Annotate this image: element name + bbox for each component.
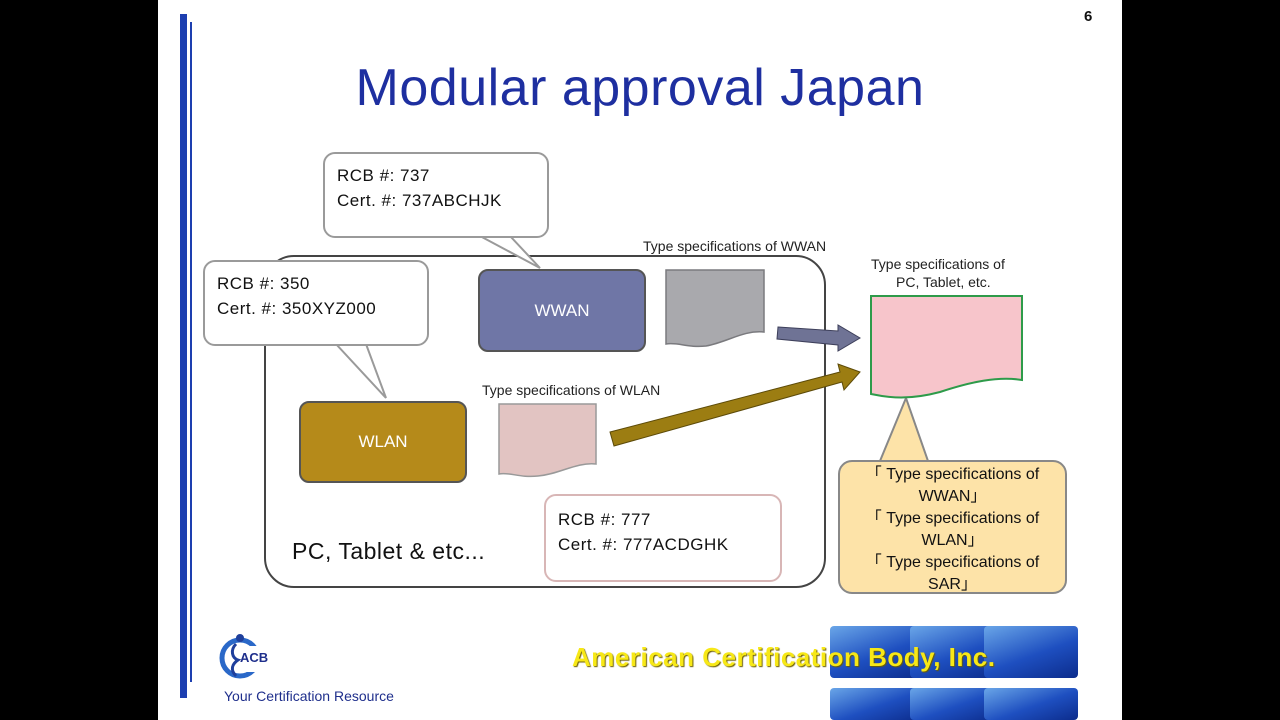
wwan-spec-label: Type specifications of WWAN bbox=[643, 238, 827, 254]
wlan-cert-callout: RCB #: 350 Cert. #: 350XYZ000 bbox=[203, 260, 429, 346]
host-cert-callout: RCB #: 777 Cert. #: 777ACDGHK bbox=[544, 494, 782, 582]
spec-list-line6: SAR」 bbox=[928, 576, 977, 593]
wlan-arrow bbox=[609, 363, 861, 447]
host-spec-label-line2: PC, Tablet, etc. bbox=[896, 274, 991, 290]
left-accent-line bbox=[190, 22, 192, 682]
acb-logo-text: ACB bbox=[240, 650, 269, 665]
wlan-module: WLAN bbox=[299, 401, 467, 483]
footer-tile bbox=[830, 688, 922, 720]
host-device-container bbox=[264, 255, 826, 588]
page-number: 6 bbox=[1084, 8, 1093, 25]
footer-tile bbox=[984, 626, 1078, 678]
spec-list-line5: 「 Type specifications of bbox=[865, 554, 1040, 571]
spec-list-line4: WLAN」 bbox=[921, 532, 984, 549]
wwan-callout-tail bbox=[479, 235, 541, 269]
wwan-cert-callout: RCB #: 737 Cert. #: 737ABCHJK bbox=[323, 152, 549, 238]
wlan-spec-doc bbox=[498, 403, 597, 478]
wwan-spec-doc bbox=[665, 269, 765, 348]
footer-tagline: Your Certification Resource bbox=[224, 688, 394, 704]
wlan-callout-tail bbox=[333, 343, 387, 399]
wwan-rcb-number: RCB #: 737 bbox=[337, 166, 430, 185]
spec-list-line3: 「 Type specifications of bbox=[865, 510, 1040, 527]
host-cert-number: Cert. #: 777ACDGHK bbox=[558, 535, 729, 554]
host-spec-label-line1: Type specifications of bbox=[871, 256, 1005, 272]
footer-tile bbox=[910, 688, 998, 720]
footer-tile bbox=[910, 626, 998, 678]
host-device-label: PC, Tablet & etc... bbox=[292, 538, 486, 564]
host-spec-doc bbox=[870, 295, 1023, 399]
slide-title: Modular approval Japan bbox=[355, 59, 925, 117]
host-rcb-number: RCB #: 777 bbox=[558, 510, 651, 529]
wwan-arrow bbox=[776, 324, 861, 352]
spec-list-callout: 「 Type specifications of WWAN」 「 Type sp… bbox=[838, 460, 1067, 594]
connectors bbox=[333, 234, 1023, 478]
slide: 6 Modular approval Japan PC, Tablet & et… bbox=[158, 0, 1122, 720]
left-accent-bar bbox=[180, 14, 187, 698]
company-name: American Certification Body, Inc. bbox=[572, 642, 996, 672]
wlan-spec-label: Type specifications of WLAN bbox=[482, 382, 661, 398]
wwan-module: WWAN bbox=[478, 269, 646, 352]
footer-tile bbox=[830, 626, 922, 678]
sar-callout-tail bbox=[878, 395, 930, 462]
wlan-rcb-number: RCB #: 350 bbox=[217, 274, 310, 293]
wlan-cert-number: Cert. #: 350XYZ000 bbox=[217, 299, 377, 318]
spec-list-line2: WWAN」 bbox=[918, 488, 987, 505]
footer-tile bbox=[984, 688, 1078, 720]
wwan-cert-number: Cert. #: 737ABCHJK bbox=[337, 191, 502, 210]
acb-logo-icon bbox=[219, 634, 266, 679]
spec-list-line1: 「 Type specifications of bbox=[865, 466, 1040, 483]
